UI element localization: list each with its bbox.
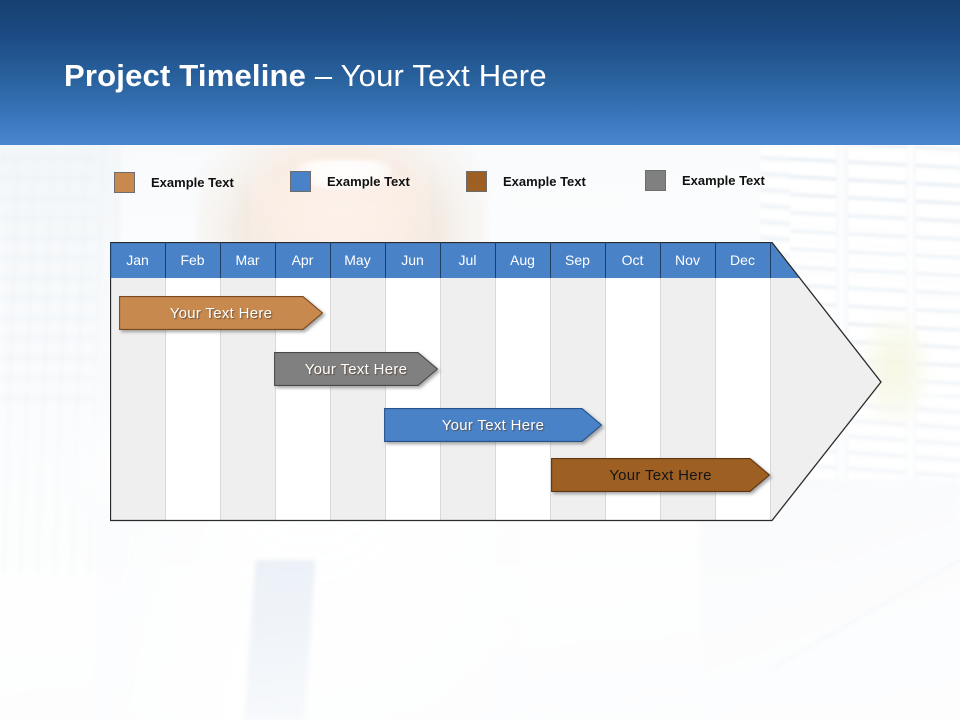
legend-swatch-tan — [114, 172, 135, 193]
legend-item-label: Example Text — [682, 173, 765, 188]
month-separator — [715, 242, 716, 278]
legend-item[interactable]: Example Text — [290, 171, 410, 192]
month-header-nov[interactable]: Nov — [675, 252, 700, 268]
month-header-jan[interactable]: Jan — [126, 252, 149, 268]
month-separator — [550, 242, 551, 278]
month-header-jul[interactable]: Jul — [458, 252, 477, 268]
month-separator — [660, 242, 661, 278]
header-band: Project Timeline – Your Text Here — [0, 0, 960, 145]
legend-item-label: Example Text — [327, 174, 410, 189]
month-separator — [605, 242, 606, 278]
task-bar-shape — [551, 458, 770, 492]
month-separator — [220, 242, 221, 278]
month-header-aug[interactable]: Aug — [510, 252, 535, 268]
title-strong: Project Timeline — [64, 58, 307, 93]
month-separator — [110, 242, 111, 278]
month-separator — [165, 242, 166, 278]
month-header-feb[interactable]: Feb — [180, 252, 205, 268]
legend-item-label: Example Text — [151, 175, 234, 190]
month-header-apr[interactable]: Apr — [291, 252, 314, 268]
month-header-jun[interactable]: Jun — [401, 252, 424, 268]
legend-swatch-brown — [466, 171, 487, 192]
page-title: Project Timeline – Your Text Here — [64, 58, 547, 94]
task-bar-shape — [274, 352, 438, 386]
task-bar-label: Your Text Here — [304, 360, 408, 378]
timeline-chart: Jan Feb Mar Apr May Jun Jul Aug Sep Oct … — [110, 242, 882, 522]
title-dash: – — [306, 58, 341, 93]
month-separator — [385, 242, 386, 278]
legend-item[interactable]: Example Text — [114, 172, 234, 193]
month-header-sep[interactable]: Sep — [565, 252, 590, 268]
task-bar-label: Your Text Here — [169, 304, 273, 322]
task-bar-tan[interactable]: Your Text Here — [119, 296, 323, 330]
month-separator — [495, 242, 496, 278]
task-bar-shape — [384, 408, 602, 442]
month-separator — [440, 242, 441, 278]
legend-item[interactable]: Example Text — [645, 170, 765, 191]
month-separator — [330, 242, 331, 278]
task-bar-label: Your Text Here — [609, 466, 712, 484]
task-bar-shape — [119, 296, 323, 330]
month-header-dec[interactable]: Dec — [730, 252, 755, 268]
month-header-mar[interactable]: Mar — [235, 252, 260, 268]
legend-swatch-blue — [290, 171, 311, 192]
month-separator — [770, 242, 771, 278]
legend-item-label: Example Text — [503, 174, 586, 189]
task-bar-blue[interactable]: Your Text Here — [384, 408, 602, 442]
task-bar-brown[interactable]: Your Text Here — [551, 458, 770, 492]
month-header-oct[interactable]: Oct — [621, 252, 644, 268]
month-separator — [275, 242, 276, 278]
month-header-may[interactable]: May — [344, 252, 371, 268]
legend-swatch-gray — [645, 170, 666, 191]
legend: Example Text Example Text Example Text E… — [0, 160, 960, 200]
legend-item[interactable]: Example Text — [466, 171, 586, 192]
title-rest: Your Text Here — [340, 58, 547, 93]
task-bar-gray[interactable]: Your Text Here — [274, 352, 438, 386]
task-bar-label: Your Text Here — [441, 416, 545, 434]
